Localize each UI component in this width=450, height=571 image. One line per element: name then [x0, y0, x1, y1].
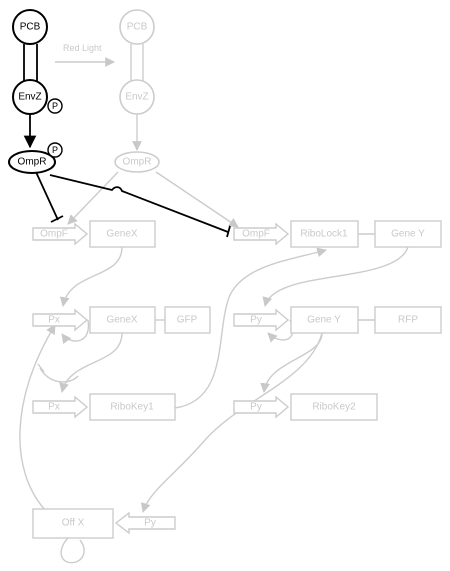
ompr-off-to-ompf1 [67, 171, 119, 225]
envz-phospho-marker [47, 98, 63, 114]
part-promoter-py-2: Py [233, 395, 290, 419]
offx-to-px1 [19, 324, 56, 511]
px1-feedback [61, 319, 90, 345]
ribokey1-to-ribolock1 [174, 247, 327, 409]
part-gene-y-2: Gene Y [290, 306, 359, 334]
envz-on-label: EnvZ [18, 92, 41, 103]
promoter-px-2-label: Px [48, 402, 60, 413]
part-gfp: GFP [164, 306, 211, 334]
part-promoter-px-1: Px [32, 308, 89, 332]
off-x-label: Off X [62, 518, 85, 529]
promoter-px-1-label: Px [48, 315, 60, 326]
promoter-py-2-label: Py [250, 402, 262, 413]
gene-x-2-label: GeneX [106, 315, 137, 326]
ompr-off-to-ompf2 [155, 171, 239, 228]
part-ribokey2: RiboKey2 [290, 393, 378, 421]
node-ompr-on: OmpR P [8, 142, 63, 174]
px-self-repression-bar [37, 363, 45, 373]
geney1-to-py1 [262, 246, 409, 307]
promoter-ompf-2-label: OmpF [242, 229, 270, 240]
promoter-ompf-1-label: OmpF [40, 229, 68, 240]
ompr-on-repress-ompf1 [35, 171, 59, 221]
ribokey2-label: RiboKey2 [312, 402, 356, 413]
part-promoter-ompf-1: OmpF [32, 222, 89, 246]
promoter-py-3-label: Py [144, 518, 156, 529]
offx-self-loop [60, 537, 85, 564]
ompr-on-repress-ompf2-bar [226, 225, 231, 238]
red-light-label: Red Light [63, 43, 102, 53]
part-gene-x-1: GeneX [89, 220, 156, 248]
promoter-py-1-label: Py [250, 315, 262, 326]
ompr-phospho-marker [47, 142, 63, 158]
gene-y-1-label: Gene Y [391, 229, 425, 240]
part-rfp: RFP [374, 306, 442, 334]
geney2-to-py3 [141, 332, 323, 513]
gene-y-2-label: Gene Y [307, 315, 341, 326]
pcb-on-label: PCB [20, 22, 41, 33]
ribokey1-label: RiboKey1 [110, 402, 154, 413]
part-promoter-py-1: Py [233, 308, 290, 332]
ompr-phospho-label: P [52, 145, 58, 155]
part-ribolock1: RiboLock1 [290, 220, 359, 248]
part-promoter-py-3: Py [114, 511, 176, 535]
node-envz-on: EnvZ P [12, 79, 63, 115]
envz-phospho-label: P [52, 101, 58, 111]
part-off-x: Off X [32, 508, 114, 539]
part-promoter-px-2: Px [32, 395, 89, 419]
node-envz-off: EnvZ [119, 79, 155, 115]
part-gene-x-2: GeneX [89, 306, 156, 334]
inactive-connections [19, 44, 409, 564]
gene-x-1-label: GeneX [106, 229, 137, 240]
part-gene-y-1: Gene Y [374, 220, 442, 248]
ribolock1-label: RiboLock1 [300, 229, 348, 240]
genex1-to-px1 [59, 246, 123, 307]
active-connections [23, 44, 231, 238]
ompr-on-repress-ompf2 [49, 174, 229, 233]
px-self-repression [39, 367, 79, 383]
gfp-label: GFP [177, 315, 198, 326]
ompr-on-label: OmpR [18, 157, 47, 168]
pcb-off-label: PCB [127, 22, 148, 33]
genex2-to-px2 [59, 332, 123, 393]
node-pcb-off: PCB [119, 9, 155, 45]
ompr-on-repress-ompf1-bar [50, 215, 64, 223]
part-ribokey1: RiboKey1 [89, 393, 176, 421]
envz-off-label: EnvZ [125, 92, 148, 103]
node-ompr-off: OmpR [114, 151, 160, 173]
geney2-to-py2 [260, 332, 323, 393]
node-pcb-on: PCB [12, 9, 48, 45]
ompr-off-label: OmpR [123, 157, 152, 168]
part-promoter-ompf-2: OmpF [233, 222, 290, 246]
rfp-label: RFP [398, 315, 418, 326]
